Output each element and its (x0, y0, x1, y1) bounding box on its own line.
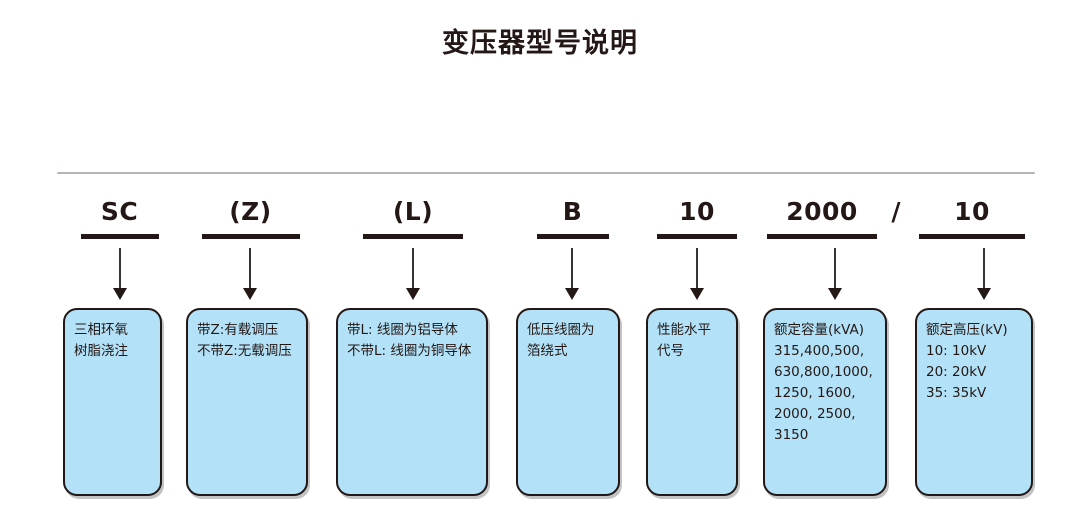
description-box-kv: 额定高压(kV) 10: 10kV 20: 20kV 35: 35kV (915, 308, 1033, 496)
arrow-shaft (834, 248, 836, 288)
description-line: 箔绕式 (527, 343, 568, 359)
arrow-head-icon (690, 288, 704, 300)
arrow-shaft (412, 248, 414, 288)
arrow-b (565, 248, 579, 300)
code-label-sc: SC (100, 197, 139, 226)
code-segment-kv: 10 (910, 193, 1034, 239)
code-segment-l: (L) (337, 193, 489, 239)
description-line: 带Z:有载调压 (197, 322, 279, 338)
code-segment-b: B (514, 193, 631, 239)
code-label-l: (L) (392, 197, 434, 226)
description-box-ten: 性能水平 代号 (646, 308, 738, 496)
arrow-shaft (696, 248, 698, 288)
description-line: 630,800,1000, (774, 364, 873, 380)
description-line: 额定容量(kVA) (774, 322, 864, 338)
description-box-l: 带L: 线圈为铝导体 不带L: 线圈为铜导体 (336, 308, 488, 496)
description-box-sc: 三相环氧 树脂浇注 (63, 308, 162, 496)
arrow-head-icon (828, 288, 842, 300)
code-underline-ten (657, 234, 737, 239)
arrow-l (406, 248, 420, 300)
description-line: 315,400,500, (774, 343, 865, 359)
arrow-head-icon (977, 288, 991, 300)
arrow-shaft (119, 248, 121, 288)
arrow-ten (690, 248, 704, 300)
code-label-ten: 10 (679, 197, 715, 226)
description-line: 三相环氧 (74, 322, 128, 338)
code-label-z: (Z) (229, 197, 272, 226)
code-underline-l (363, 234, 463, 239)
code-underline-sc (80, 234, 159, 239)
description-box-b: 低压线圈为 箔绕式 (516, 308, 620, 496)
arrow-head-icon (565, 288, 579, 300)
code-underline-kv (919, 234, 1025, 239)
page-title: 变压器型号说明 (442, 28, 638, 59)
arrow-head-icon (406, 288, 420, 300)
code-underline-z (201, 234, 300, 239)
horizontal-rule (57, 172, 1035, 174)
code-label-kv: 10 (954, 197, 990, 226)
code-label-b: B (562, 197, 583, 226)
description-box-kva: 额定容量(kVA) 315,400,500, 630,800,1000, 125… (763, 308, 887, 496)
code-segment-z: (Z) (188, 193, 313, 239)
description-line: 10: 10kV (926, 343, 987, 359)
description-line: 不带L: 线圈为铜导体 (347, 343, 472, 359)
arrow-shaft (983, 248, 985, 288)
description-line: 低压线圈为 (527, 322, 595, 338)
code-underline-b (536, 234, 609, 239)
code-segment-sc: SC (62, 193, 177, 239)
code-separator-slash: / (891, 197, 901, 226)
description-line: 额定高压(kV) (926, 322, 1008, 338)
description-line: 代号 (657, 343, 684, 359)
arrow-head-icon (113, 288, 127, 300)
description-line: 不带Z:无载调压 (197, 343, 292, 359)
code-segment-ten: 10 (645, 193, 749, 239)
description-line: 3150 (774, 427, 809, 443)
arrow-shaft (571, 248, 573, 288)
description-line: 1250, 1600, (774, 385, 856, 401)
arrow-head-icon (243, 288, 257, 300)
description-line: 2000, 2500, (774, 406, 856, 422)
arrow-shaft (249, 248, 251, 288)
description-line: 35: 35kV (926, 385, 987, 401)
arrow-kva (828, 248, 842, 300)
arrow-z (243, 248, 257, 300)
description-box-z: 带Z:有载调压 不带Z:无载调压 (186, 308, 308, 496)
arrow-kv (977, 248, 991, 300)
description-line: 性能水平 (657, 322, 711, 338)
code-segment-kva: 2000 (760, 193, 884, 239)
description-line: 带L: 线圈为铝导体 (347, 322, 458, 338)
arrow-sc (113, 248, 127, 300)
code-underline-kva (767, 234, 877, 239)
description-line: 树脂浇注 (74, 343, 128, 359)
code-label-kva: 2000 (786, 197, 858, 226)
description-line: 20: 20kV (926, 364, 987, 380)
